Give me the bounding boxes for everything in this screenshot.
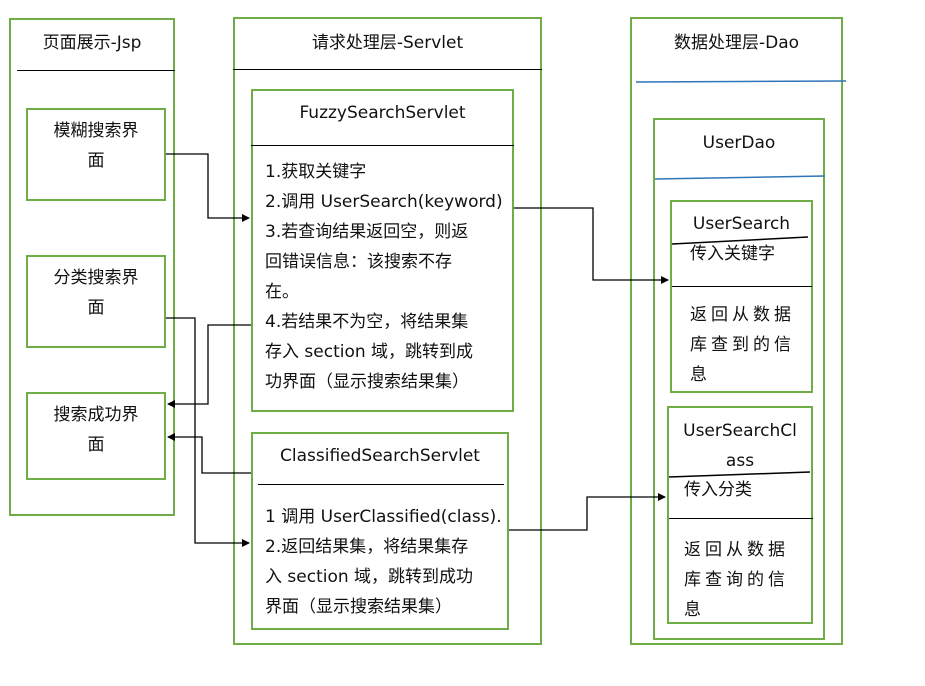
user-search-divider [672,286,812,287]
fuzzy-step-4a: 4.若结果不为空，将结果集 [265,312,469,332]
user-search-output-2: 库查到的信 [690,335,795,355]
classified-search-page-line1: 分类搜索界 [53,268,139,288]
user-search-class-input: 传入分类 [684,480,752,500]
user-search-class-output-2: 库查询的信 [684,570,789,590]
fuzzy-step-4c: 功界面（显示搜索结果集） [265,372,469,392]
user-search-input: 传入关键字 [690,244,775,264]
fuzzy-search-servlet [251,89,514,412]
classified-step-2b: 入 section 域，跳转到成功 [265,567,474,587]
fuzzy-step-1: 1.获取关键字 [265,162,367,182]
classified-search-page [26,255,166,348]
fuzzy-search-servlet-name: FuzzySearchServlet [299,103,466,123]
user-search-class-output-1: 返回从数据 [684,540,789,560]
fuzzy-search-page [26,108,166,201]
search-success-page-line1: 搜索成功界 [53,405,139,425]
user-search-class-name-2: ass [725,451,755,471]
fuzzy-step-2: 2.调用 UserSearch(keyword) [265,192,503,212]
fuzzy-step-3c: 在。 [265,282,299,302]
jsp-title-divider [17,70,175,71]
servlet-title-divider [233,69,542,70]
fuzzy-step-3a: 3.若查询结果返回空，则返 [265,222,469,242]
fuzzy-step-4b: 存入 section 域，跳转到成 [265,342,474,362]
classified-step-2a: 2.返回结果集，将结果集存 [265,537,469,557]
user-search-class-name-1: UserSearchCl [683,421,797,441]
search-success-page-line2: 面 [87,435,105,455]
search-success-page [26,392,166,480]
user-search-box [670,200,813,393]
user-search-class-output-3: 息 [684,600,701,620]
classified-servlet-divider [258,484,504,485]
classified-search-servlet [251,432,509,630]
user-search-class-box [667,406,813,624]
fuzzy-step-3b: 回错误信息：该搜索不存 [265,252,452,272]
user-search-output-3: 息 [690,365,707,385]
user-search-class-divider [669,518,813,519]
classified-search-servlet-name: ClassifiedSearchServlet [280,446,480,466]
classified-step-1: 1 调用 UserClassified(class). [265,507,502,527]
classified-search-page-line2: 面 [87,298,105,318]
jsp-column-title: 页面展示-Jsp [42,33,142,53]
fuzzy-servlet-divider [251,145,514,146]
fuzzy-search-page-line1: 模糊搜索界 [53,121,139,141]
servlet-column-title: 请求处理层-Servlet [311,33,464,53]
user-search-output-1: 返回从数据 [690,305,795,325]
fuzzy-search-page-line2: 面 [87,151,105,171]
classified-step-2c: 界面（显示搜索结果集） [265,597,452,617]
userdao-title: UserDao [702,133,776,153]
dao-column-title: 数据处理层-Dao [673,33,800,53]
user-search-name: UserSearch [692,214,791,234]
